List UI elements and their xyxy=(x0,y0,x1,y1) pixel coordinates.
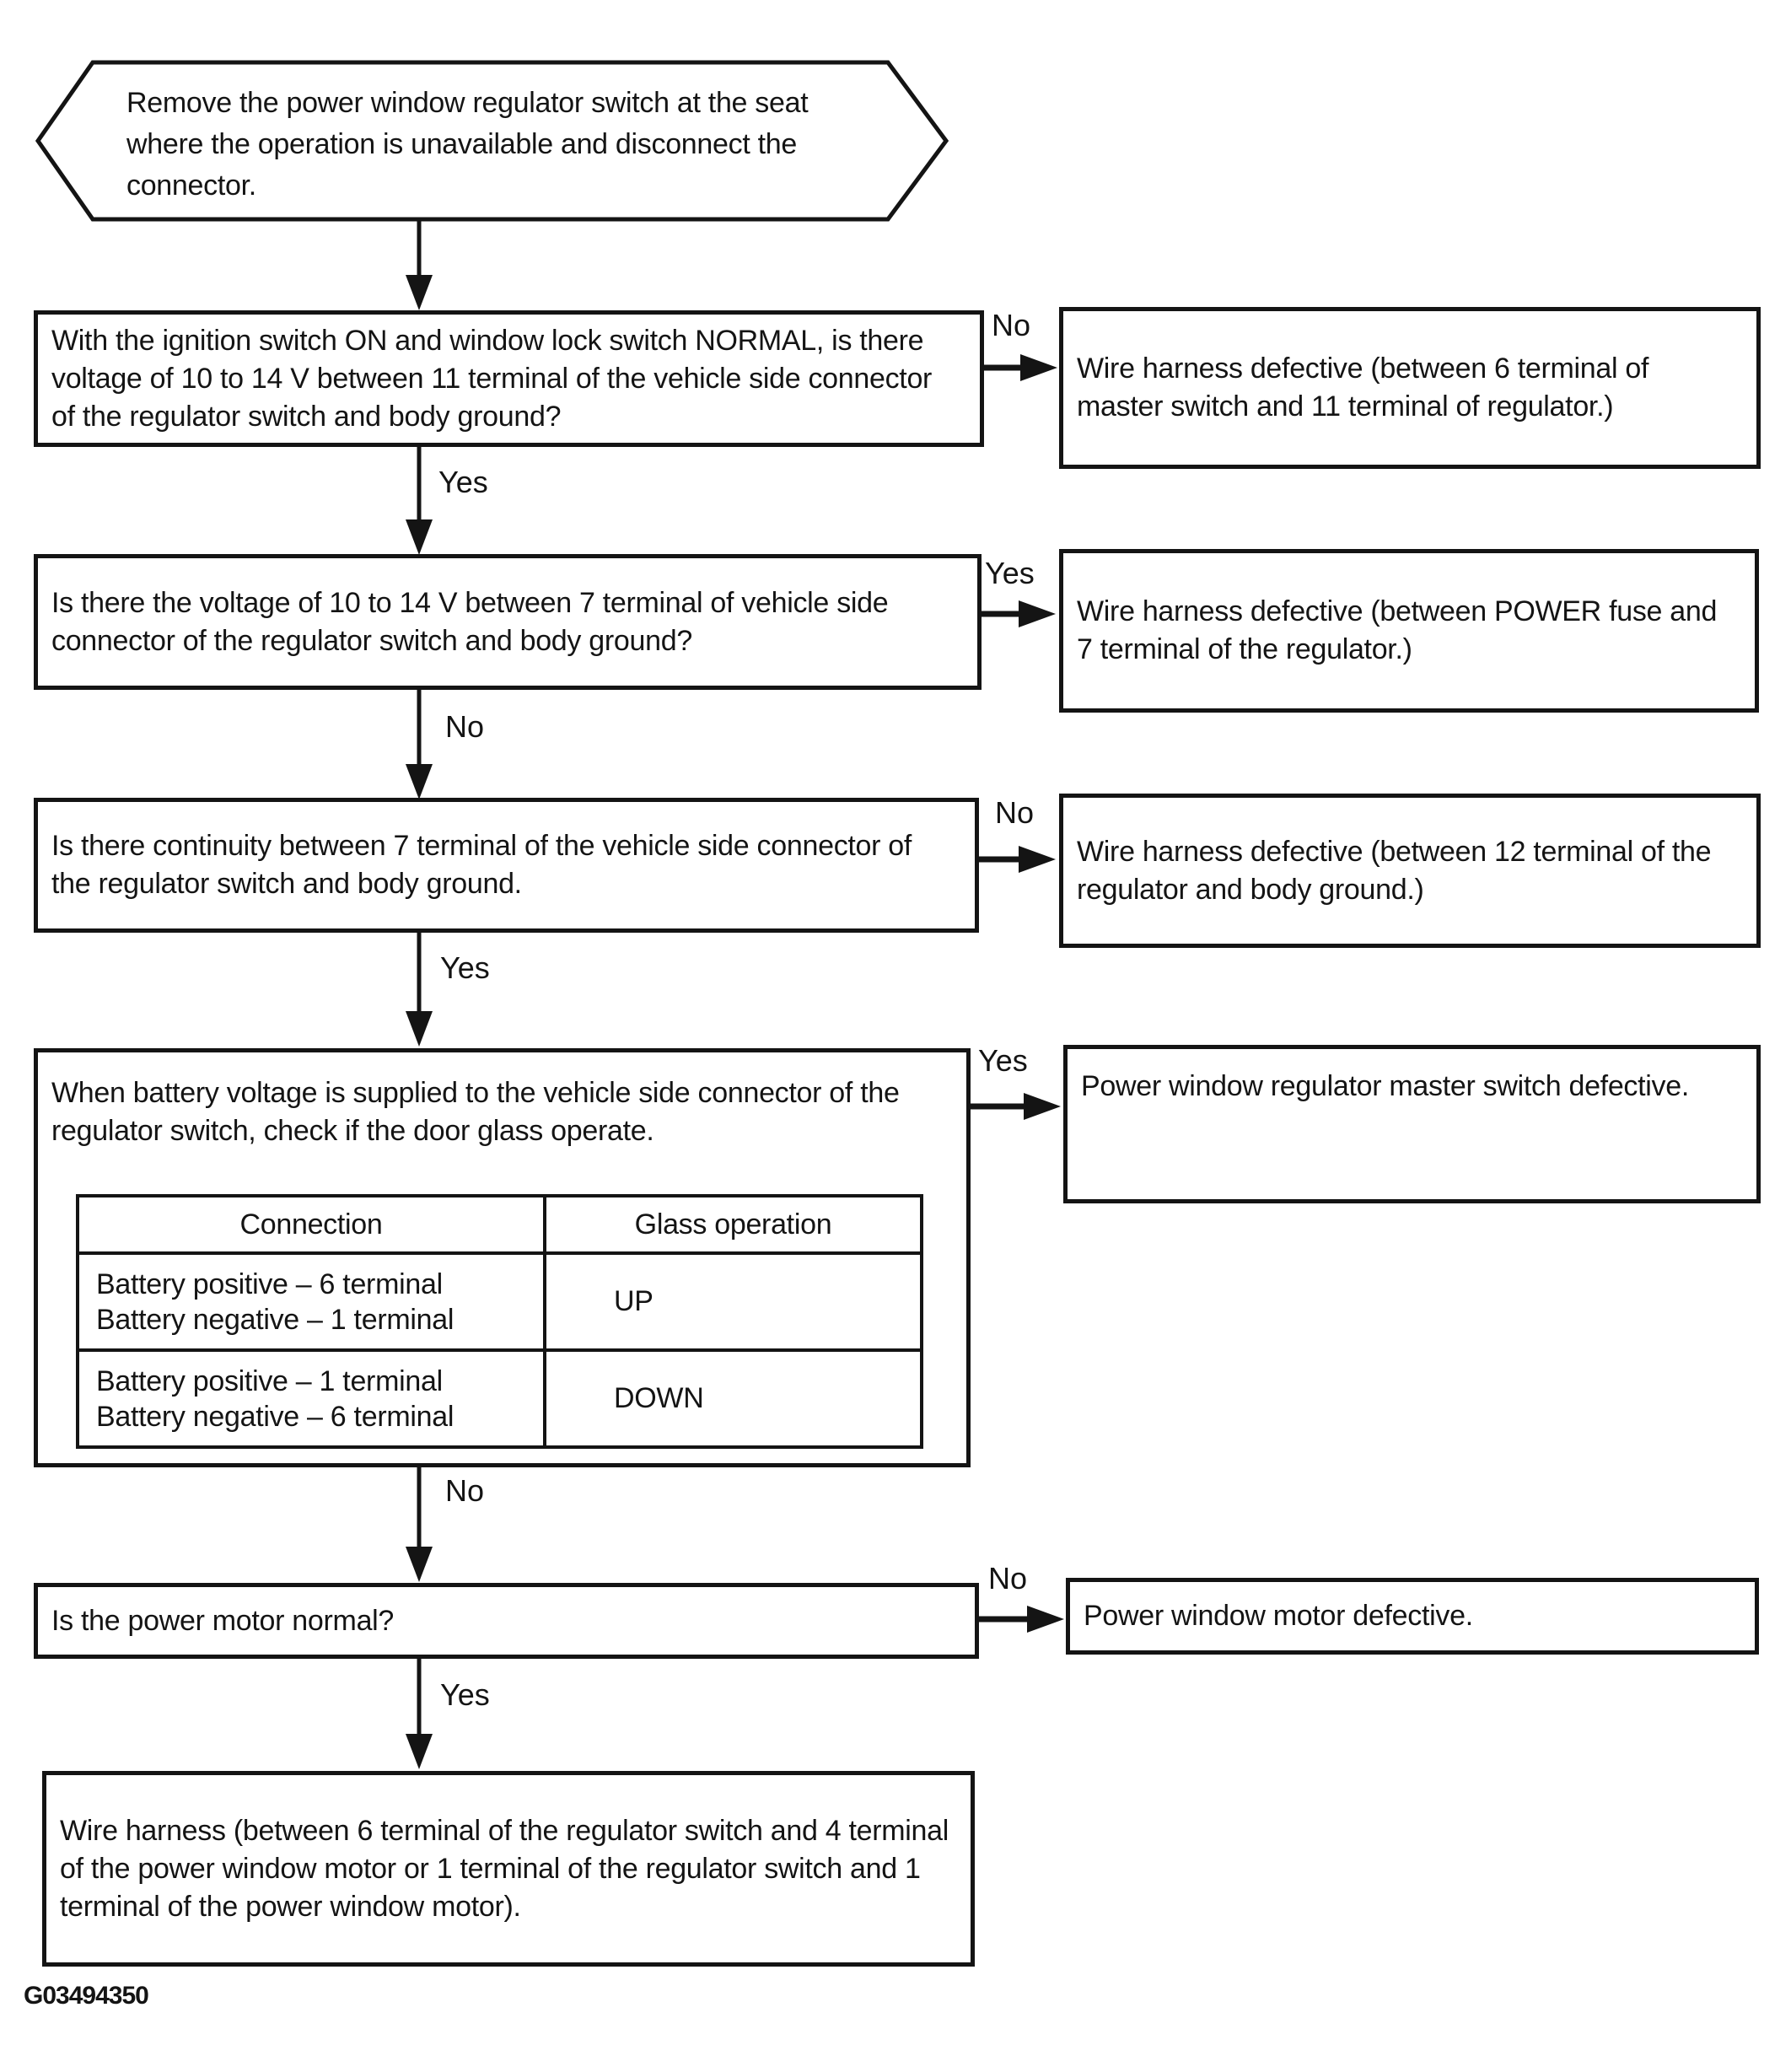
edge-label-yes: Yes xyxy=(985,556,1035,590)
result-power-window-motor-defective: Power window motor defective. xyxy=(1066,1578,1759,1655)
question-text: With the ignition switch ON and window l… xyxy=(51,324,933,433)
figure-code: G03494350 xyxy=(24,1982,149,2010)
arrow-q3-to-r3 xyxy=(977,846,1056,873)
table-row: Battery positive – 1 terminal Battery ne… xyxy=(79,1348,920,1445)
result-master-switch-defective: Power window regulator master switch def… xyxy=(1063,1045,1761,1203)
question-text: Is there the voltage of 10 to 14 V betwe… xyxy=(51,586,889,657)
result-text: Power window regulator master switch def… xyxy=(1081,1070,1689,1102)
table-header-row: Connection Glass operation xyxy=(79,1197,920,1251)
arrow-q5-to-r5 xyxy=(977,1606,1064,1633)
arrow-q1-to-r1 xyxy=(982,354,1057,381)
edge-label-no: No xyxy=(988,1561,1028,1596)
arrow-q5-to-end xyxy=(406,1659,433,1769)
edge-label-no: No xyxy=(995,795,1035,830)
connection-cell: Battery positive – 6 terminal Battery ne… xyxy=(79,1255,543,1348)
question-ignition-voltage-11-terminal: With the ignition switch ON and window l… xyxy=(34,310,984,447)
connection-line: Battery negative – 1 terminal xyxy=(96,1303,454,1336)
edge-label-yes: Yes xyxy=(978,1043,1028,1078)
question-continuity-7-terminal: Is there continuity between 7 terminal o… xyxy=(34,798,979,933)
connection-line: Battery positive – 6 terminal xyxy=(96,1267,443,1300)
question-battery-voltage-glass-operation: When battery voltage is supplied to the … xyxy=(34,1048,971,1467)
question-power-motor-normal: Is the power motor normal? xyxy=(34,1583,979,1659)
result-wire-harness-12-ground: Wire harness defective (between 12 termi… xyxy=(1059,794,1761,948)
result-text: Power window motor defective. xyxy=(1084,1600,1473,1632)
result-wire-harness-power-fuse: Wire harness defective (between POWER fu… xyxy=(1059,549,1759,713)
arrow-q2-to-r2 xyxy=(979,600,1056,627)
result-wire-harness-6-11: Wire harness defective (between 6 termin… xyxy=(1059,307,1761,469)
connection-line: Battery positive – 1 terminal xyxy=(96,1364,443,1397)
edge-label-no: No xyxy=(992,308,1031,342)
arrow-q1-to-q2 xyxy=(406,447,433,555)
edge-label-no: No xyxy=(445,1473,485,1508)
edge-label-yes: Yes xyxy=(440,950,490,985)
glass-operation-table: Connection Glass operation Battery posit… xyxy=(76,1194,923,1449)
edge-label-yes: Yes xyxy=(438,465,488,499)
question-voltage-7-terminal: Is there the voltage of 10 to 14 V betwe… xyxy=(34,554,982,690)
end-node-text: Wire harness (between 6 terminal of the … xyxy=(60,1814,949,1923)
arrow-q3-to-q4 xyxy=(406,933,433,1047)
glass-operation-cell: UP xyxy=(543,1255,920,1348)
arrow-start-to-q1 xyxy=(406,219,433,310)
edge-label-no: No xyxy=(445,709,485,744)
start-node: Remove the power window regulator switch… xyxy=(126,83,885,207)
question-text: Is the power motor normal? xyxy=(51,1604,395,1637)
table-row: Battery positive – 6 terminal Battery ne… xyxy=(79,1251,920,1348)
start-node-text: Remove the power window regulator switch… xyxy=(126,87,809,202)
edge-label-yes: Yes xyxy=(440,1677,490,1712)
end-node-wire-harness: Wire harness (between 6 terminal of the … xyxy=(42,1771,975,1967)
result-text: Wire harness defective (between 6 termin… xyxy=(1077,353,1649,422)
glass-operation-cell: DOWN xyxy=(543,1352,920,1445)
arrow-q4-to-r4 xyxy=(969,1093,1061,1120)
start-hexagon-shape xyxy=(35,60,949,222)
question-text: When battery voltage is supplied to the … xyxy=(51,1077,900,1147)
table-header-glass-operation: Glass operation xyxy=(543,1197,920,1251)
result-text: Wire harness defective (between 12 termi… xyxy=(1077,835,1712,906)
connection-cell: Battery positive – 1 terminal Battery ne… xyxy=(79,1352,543,1445)
arrow-q4-to-q5 xyxy=(406,1467,433,1582)
arrow-q2-to-q3 xyxy=(406,690,433,799)
table-header-connection: Connection xyxy=(239,1208,383,1241)
result-text: Wire harness defective (between POWER fu… xyxy=(1077,595,1718,665)
connection-line: Battery negative – 6 terminal xyxy=(96,1400,454,1433)
question-text: Is there continuity between 7 terminal o… xyxy=(51,830,912,900)
